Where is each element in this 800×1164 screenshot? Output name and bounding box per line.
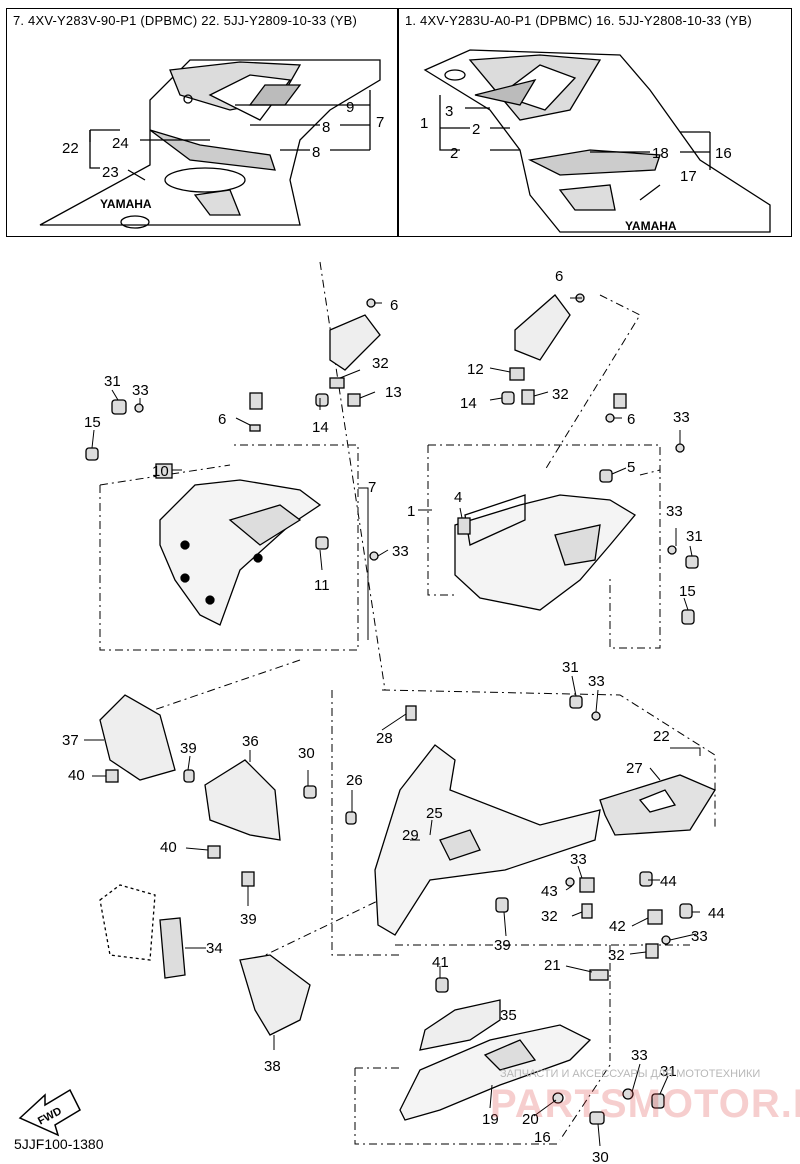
inset-right-brand: YAMAHA <box>625 219 677 233</box>
left-lower-panel-part <box>99 694 311 1036</box>
callout-32-c: 32 <box>541 908 558 925</box>
callout-6-b: 6 <box>218 411 226 428</box>
callout-40-a: 40 <box>68 767 85 784</box>
callout-6-d: 6 <box>627 411 635 428</box>
callout-7: 7 <box>368 479 376 496</box>
callout-35: 35 <box>500 1007 517 1024</box>
callout-21: 21 <box>544 957 561 974</box>
right-inset-fairing-art: YAMAHA <box>423 49 771 233</box>
inset-left-brand: YAMAHA <box>100 197 152 211</box>
callout-24-inset: 24 <box>112 135 129 152</box>
callout-22: 22 <box>653 728 670 745</box>
callout-25: 25 <box>426 805 443 822</box>
callout-31-c: 31 <box>562 659 579 676</box>
right-upper-fairing-part <box>454 494 636 611</box>
callout-16: 16 <box>534 1129 551 1146</box>
callout-31-a: 31 <box>104 373 121 390</box>
fwd-arrow-icon: FWD <box>18 1088 81 1137</box>
callout-31-b: 31 <box>686 528 703 545</box>
diagram-code: 5JJF100-1380 <box>14 1136 104 1152</box>
callout-16-inset: 16 <box>715 145 732 162</box>
callout-28: 28 <box>376 730 393 747</box>
center-lower-fairing-part <box>374 744 716 936</box>
left-bracket-part <box>329 314 381 371</box>
callout-4: 4 <box>454 489 462 506</box>
callout-12: 12 <box>467 361 484 378</box>
fasteners <box>85 293 699 1125</box>
callout-33-e: 33 <box>588 673 605 690</box>
callout-42: 42 <box>609 918 626 935</box>
callout-33-h: 33 <box>631 1047 648 1064</box>
callout-43: 43 <box>541 883 558 900</box>
callout-3-inset: 3 <box>445 103 453 120</box>
callout-33-c: 33 <box>673 409 690 426</box>
callout-40-b: 40 <box>160 839 177 856</box>
inset-left-title: 7. 4XV-Y283V-90-P1 (DPBMC) 22. 5JJ-Y2809… <box>13 13 358 28</box>
callout-37: 37 <box>62 732 79 749</box>
callout-7-inset: 7 <box>376 114 384 131</box>
callout-1-inset: 1 <box>420 115 428 132</box>
inset-right-fairing: 1. 4XV-Y283U-A0-P1 (DPBMC) 16. 5JJ-Y2808… <box>398 8 792 237</box>
callout-23-inset: 23 <box>102 164 119 181</box>
callout-9-inset: 9 <box>346 99 354 116</box>
callout-15-a: 15 <box>84 414 101 431</box>
callout-30-a: 30 <box>298 745 315 762</box>
callout-8-inset-a: 8 <box>322 119 330 136</box>
callout-33-f: 33 <box>570 851 587 868</box>
callout-18-inset: 18 <box>652 145 669 162</box>
callout-33-d: 33 <box>666 503 683 520</box>
callout-32-b: 32 <box>552 386 569 403</box>
callout-38: 38 <box>264 1058 281 1075</box>
callout-2-inset-a: 2 <box>472 121 480 138</box>
callout-34: 34 <box>206 940 223 957</box>
callout-44-b: 44 <box>708 905 725 922</box>
callout-11: 11 <box>314 577 330 594</box>
callout-6-c: 6 <box>555 268 563 285</box>
inset-left-fairing: 7. 4XV-Y283V-90-P1 (DPBMC) 22. 5JJ-Y2809… <box>6 8 398 237</box>
callout-41: 41 <box>432 954 449 971</box>
callout-6-a: 6 <box>390 297 398 314</box>
callout-13: 13 <box>385 384 402 401</box>
callout-39-b: 39 <box>240 911 257 928</box>
callout-19: 19 <box>482 1111 499 1128</box>
leader-lines <box>84 297 701 1147</box>
callout-32-a: 32 <box>372 355 389 372</box>
callout-30-b: 30 <box>592 1149 609 1164</box>
callout-36: 36 <box>242 733 259 750</box>
callout-14-a: 14 <box>312 419 329 436</box>
callout-26: 26 <box>346 772 363 789</box>
right-bracket-part <box>514 294 571 361</box>
callout-22-inset: 22 <box>62 140 79 157</box>
left-inset-fairing-art: YAMAHA <box>39 59 381 229</box>
callout-33-b: 33 <box>392 543 409 560</box>
inset-right-title: 1. 4XV-Y283U-A0-P1 (DPBMC) 16. 5JJ-Y2808… <box>405 13 752 28</box>
callout-10: 10 <box>152 463 169 480</box>
watermark-brand: PARTSMOTOR.RU <box>490 1082 800 1126</box>
callout-31-d: 31 <box>660 1063 677 1080</box>
callout-1: 1 <box>407 503 415 520</box>
callout-32-d: 32 <box>608 947 625 964</box>
left-upper-fairing-part <box>159 479 322 626</box>
callout-8-inset-b: 8 <box>312 144 320 161</box>
callout-33-g: 33 <box>691 928 708 945</box>
callout-17-inset: 17 <box>680 168 697 185</box>
watermark-caption: ЗАПЧАСТИ И АКСЕССУАРЫ ДЛЯ МОТОТЕХНИКИ <box>500 1068 761 1080</box>
callout-29: 29 <box>402 827 419 844</box>
callout-33-a: 33 <box>132 382 149 399</box>
callout-39-a: 39 <box>180 740 197 757</box>
callout-5: 5 <box>627 459 635 476</box>
callout-2-inset-b: 2 <box>450 145 458 162</box>
callout-27: 27 <box>626 760 643 777</box>
callout-20: 20 <box>522 1111 539 1128</box>
belly-pan-part <box>399 999 592 1121</box>
callout-14-b: 14 <box>460 395 477 412</box>
callout-15-b: 15 <box>679 583 696 600</box>
callout-39-c: 39 <box>494 937 511 954</box>
callout-44-a: 44 <box>660 873 677 890</box>
